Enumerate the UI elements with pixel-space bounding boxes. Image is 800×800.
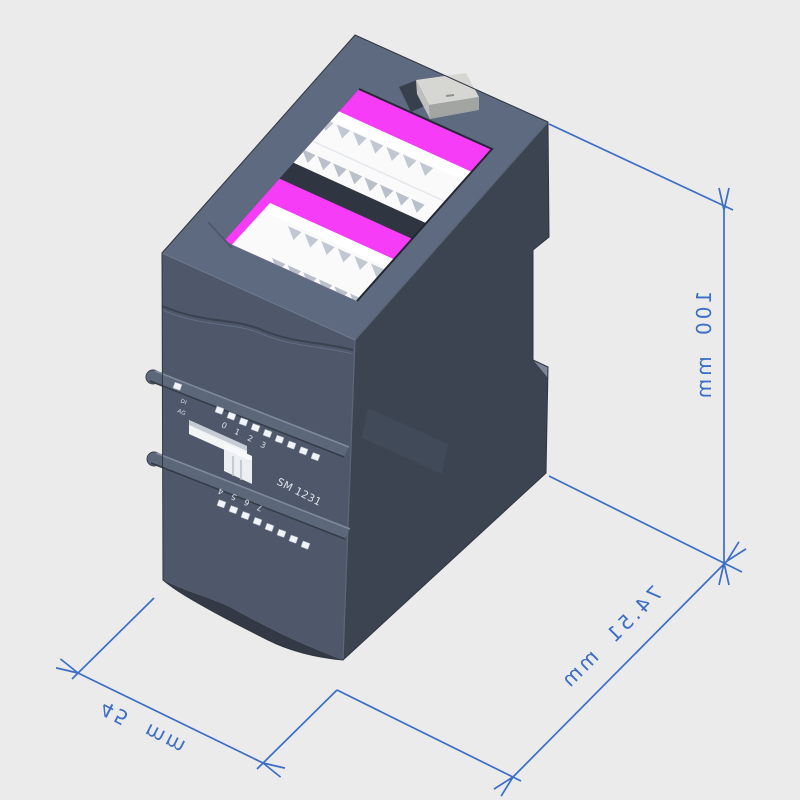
- front-face: [162, 253, 355, 660]
- channel-label-1: 1: [233, 427, 241, 437]
- side-mount-pad: [362, 408, 448, 474]
- hinge-bar-top-body: [149, 370, 349, 458]
- dimension-annotations: [55, 123, 747, 797]
- front-cover-curve: [161, 305, 354, 351]
- clip-side-face: [429, 97, 479, 119]
- channel-label-3: 3: [259, 440, 267, 450]
- depth-dimension-line: [493, 541, 747, 797]
- module-body: DI AG 0 1 2 3: [145, 34, 550, 661]
- front-right-edge: [342, 339, 356, 661]
- channel-label-4: 4: [217, 486, 225, 496]
- diag-label-line1: DI: [179, 398, 187, 406]
- front-terminal-top-strip: [263, 203, 424, 281]
- width-dimension: [55, 597, 338, 778]
- diag-label-line2: AG: [176, 408, 186, 417]
- clip-front-face: [416, 80, 430, 119]
- channel-label-6: 6: [243, 497, 251, 507]
- din-rail-notch-highlight: [533, 360, 548, 378]
- top-right-edge: [354, 121, 549, 341]
- depth-dimension: [336, 541, 747, 797]
- clip-top-face: [416, 73, 479, 105]
- channel-label-7: 7: [256, 503, 264, 513]
- channel-label-0: 0: [220, 421, 228, 431]
- hinge-bar-top: [145, 369, 350, 458]
- right-side-face: [343, 122, 549, 660]
- channel-labels-top: 0 1 2 3: [220, 421, 267, 451]
- width-dimension-line: [55, 658, 286, 778]
- front-top-edge: [161, 252, 356, 341]
- front-cover-curve-highlight: [161, 309, 354, 355]
- door-latch[interactable]: [224, 443, 252, 484]
- hinge-bar-bottom-body: [150, 452, 350, 540]
- underside-band: [163, 580, 343, 660]
- channel-label-2: 2: [246, 434, 254, 444]
- rear-terminal-step-line: [309, 139, 456, 207]
- clip-recess: [399, 80, 429, 112]
- depth-ext-line-left: [336, 689, 522, 782]
- height-ext-line-top: [548, 123, 734, 211]
- hinge-bar-bottom: [146, 451, 351, 540]
- top-rim-groove: [207, 221, 233, 249]
- opening-inner-shadow: [356, 88, 494, 302]
- clip-slot-mark: [445, 94, 455, 97]
- channel-labels-bottom: 4 5 6 7: [217, 486, 264, 513]
- height-dimension-label: 100 mm: [692, 291, 716, 402]
- channel-label-5: 5: [230, 492, 238, 502]
- rear-terminal-top-strip: [297, 96, 474, 182]
- module-outline: [161, 34, 550, 661]
- bus-connector-clip: [399, 73, 479, 119]
